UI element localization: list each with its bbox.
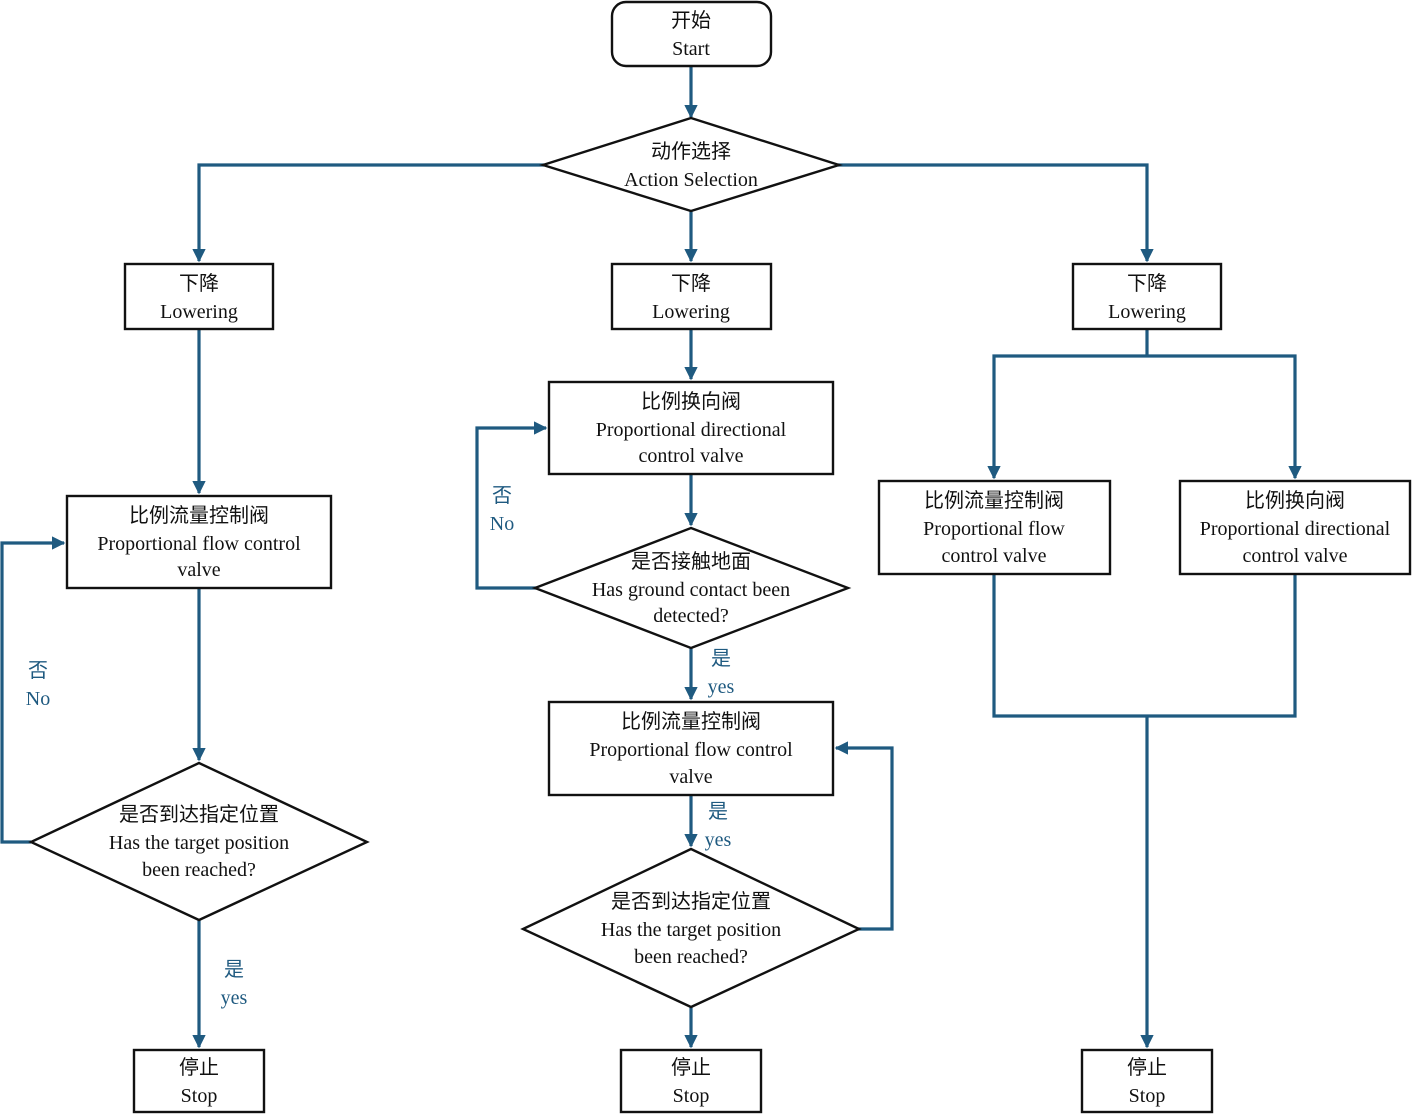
stop-mid-label-zh: 停止	[671, 1056, 711, 1079]
dir-right-label-en1: Proportional directional	[1200, 518, 1391, 540]
stop-right-label-zh: 停止	[1127, 1056, 1167, 1079]
ground-label-en2: detected?	[653, 605, 729, 627]
edge-split-to-flow-right	[987, 354, 1147, 480]
reach-left-label-en2: been reached?	[142, 859, 256, 881]
edge-label-yes-left: 是 yes	[221, 959, 248, 1009]
stop-box-middle: 停止 Stop	[619, 1048, 763, 1114]
lowering-left-label-zh: 下降	[179, 272, 219, 295]
yes-left-zh: 是	[224, 959, 244, 981]
start-label-en: Start	[672, 38, 710, 60]
lowering-right-label-en: Lowering	[1108, 301, 1186, 323]
flow-right-label-zh: 比例流量控制阀	[924, 489, 1064, 512]
target-reached-decision-middle: 是否到达指定位置 Has the target position been re…	[520, 847, 862, 1009]
lowering-mid-label-zh: 下降	[671, 272, 711, 295]
yes-flow-mid-en: yes	[705, 829, 732, 851]
directional-valve-box-right: 比例换向阀 Proportional directional control v…	[1178, 479, 1412, 576]
reach-left-label-zh: 是否到达指定位置	[119, 803, 279, 826]
reach-mid-label-en2: been reached?	[634, 946, 748, 968]
action-label-en: Action Selection	[624, 169, 758, 191]
stop-left-label-zh: 停止	[179, 1056, 219, 1079]
flow-left-label-en1: Proportional flow control	[97, 533, 301, 555]
lowering-box-middle: 下降 Lowering	[610, 262, 773, 331]
target-reached-decision-left: 是否到达指定位置 Has the target position been re…	[28, 761, 370, 922]
reach-mid-label-zh: 是否到达指定位置	[611, 890, 771, 913]
flow-left-label-zh: 比例流量控制阀	[129, 504, 269, 527]
stop-box-left: 停止 Stop	[132, 1048, 266, 1114]
start-node: 开始 Start	[610, 0, 773, 68]
dir-mid-label-zh: 比例换向阀	[641, 390, 741, 413]
flow-right-label-en1: Proportional flow	[923, 518, 1065, 540]
dir-right-label-en2: control valve	[1243, 545, 1348, 567]
dir-mid-label-en2: control valve	[639, 445, 744, 467]
directional-valve-box-middle: 比例换向阀 Proportional directional control v…	[547, 380, 835, 476]
yes-ground-zh: 是	[711, 648, 731, 670]
dir-right-label-zh: 比例换向阀	[1245, 489, 1345, 512]
ground-contact-decision: 是否接触地面 Has ground contact been detected?	[531, 526, 852, 650]
lowering-right-label-zh: 下降	[1127, 272, 1167, 295]
lowering-box-left: 下降 Lowering	[123, 262, 275, 331]
flow-mid-label-en1: Proportional flow control	[589, 739, 793, 761]
yes-ground-en: yes	[708, 676, 735, 698]
flow-valve-box-right: 比例流量控制阀 Proportional flow control valve	[877, 479, 1112, 576]
edge-ground-no-loop	[475, 421, 548, 590]
reach-mid-label-en1: Has the target position	[601, 919, 781, 941]
lowering-left-label-en: Lowering	[160, 301, 238, 323]
reach-left-label-en1: Has the target position	[109, 832, 289, 854]
edge-reach-mid-no-loop	[834, 741, 894, 931]
flow-valve-box-left: 比例流量控制阀 Proportional flow control valve	[65, 494, 333, 590]
start-label-zh: 开始	[671, 9, 711, 32]
edge-reach-left-no-loop	[0, 536, 66, 844]
edge-label-yes-ground: 是 yes	[708, 648, 735, 698]
flow-valve-box-middle: 比例流量控制阀 Proportional flow control valve	[547, 700, 835, 797]
lowering-mid-label-en: Lowering	[652, 301, 730, 323]
flow-right-label-en2: control valve	[942, 545, 1047, 567]
no-mid-zh: 否	[492, 485, 512, 507]
edge-action-to-lower-left	[192, 163, 544, 263]
stop-box-right: 停止 Stop	[1080, 1048, 1214, 1114]
lowering-box-right: 下降 Lowering	[1071, 262, 1223, 331]
action-selection-decision: 动作选择 Action Selection	[538, 116, 844, 213]
flow-left-label-en2: valve	[177, 559, 220, 581]
edge-dir-right-merge	[1147, 574, 1297, 718]
flow-mid-label-en2: valve	[669, 766, 712, 788]
stop-right-label-en: Stop	[1129, 1085, 1166, 1107]
yes-left-en: yes	[221, 987, 248, 1009]
action-label-zh: 动作选择	[651, 140, 731, 163]
no-mid-en: No	[490, 513, 514, 535]
edge-split-to-dir-right	[1147, 354, 1302, 480]
stop-mid-label-en: Stop	[673, 1085, 710, 1107]
no-left-zh: 否	[28, 660, 48, 682]
edge-label-no-middle: 否 No	[490, 485, 514, 535]
flow-mid-label-zh: 比例流量控制阀	[621, 710, 761, 733]
yes-flow-mid-zh: 是	[708, 801, 728, 823]
dir-mid-label-en1: Proportional directional	[596, 419, 787, 441]
no-left-en: No	[26, 688, 50, 710]
edge-flow-right-merge	[992, 574, 1147, 718]
edge-label-yes-flow-mid: 是 yes	[705, 801, 732, 851]
edge-label-no-left: 否 No	[26, 660, 50, 710]
edge-action-to-lower-right	[838, 163, 1154, 263]
edges	[0, 67, 1302, 1049]
ground-label-en1: Has ground contact been	[592, 579, 790, 601]
ground-label-zh: 是否接触地面	[631, 550, 751, 573]
stop-left-label-en: Stop	[181, 1085, 218, 1107]
